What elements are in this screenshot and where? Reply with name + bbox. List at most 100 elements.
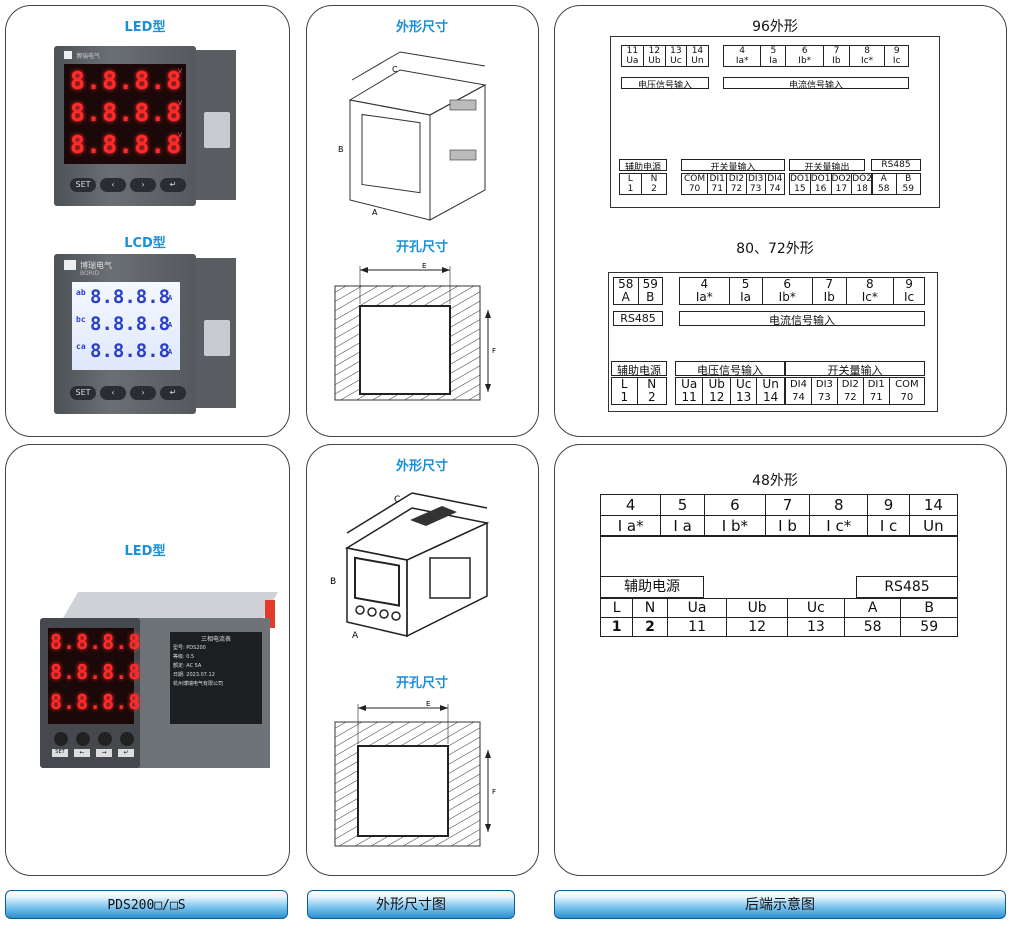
t96-do-label: 开关量输出 xyxy=(789,159,865,173)
lcd-left-button: ‹ xyxy=(100,386,126,400)
led48-meter-image: 8.8.8.8 8.8.8.8 8.8.8.8 SET ← → ↵ 三相电流表 … xyxy=(40,592,280,772)
dim-label-b-1: B xyxy=(338,145,344,154)
t80-aux-label: 辅助电源 xyxy=(611,361,667,377)
t80-title: 80、72外形 xyxy=(736,241,814,257)
dim-label-e-2: E xyxy=(426,700,430,708)
lcd-right-button: › xyxy=(130,386,156,400)
nameplate-line-1: 型号: PDS200 xyxy=(173,645,206,651)
led-set-button: SET xyxy=(70,178,96,192)
t48-bot-sig-4: Uc xyxy=(786,598,845,618)
outline-dim-title-1: 外形尺寸 xyxy=(395,20,448,35)
lcd-brand-en: BORID xyxy=(80,270,100,277)
t48-top-table: 4 5 6 7 8 9 14 I a* I a I b* I b I c* I … xyxy=(599,494,959,537)
t48-title: 48外形 xyxy=(752,473,798,489)
led48-set-key: SET xyxy=(52,749,68,757)
nameplate-line-2: 等级: 0.5 xyxy=(173,654,195,660)
t96-rs485-label: RS485 xyxy=(871,159,921,171)
dim-label-f-2: F xyxy=(492,788,496,796)
footer-back-bar: 后端示意图 xyxy=(554,890,1006,919)
lcd-row-2-digits: 8.8.8.8 xyxy=(90,313,171,335)
led48-row-1: 8.8.8.8 xyxy=(50,630,142,654)
led48-nameplate: 三相电流表 型号: PDS200 等级: 0.5 额定: AC 5A 日期: 2… xyxy=(170,632,262,724)
t96-aux-label: 辅助电源 xyxy=(619,159,667,173)
led-row-1: 8.8.8.8 xyxy=(70,66,183,95)
led-right-button: › xyxy=(130,178,156,192)
led48-left-key: ← xyxy=(74,749,90,757)
t48-top-num-2: 6 xyxy=(703,494,766,516)
t96-current-label: 电流信号输入 xyxy=(723,77,909,91)
lcd-row-2-unit: A xyxy=(168,321,173,329)
t96-title: 96外形 xyxy=(752,19,798,35)
t80-rs485-label: RS485 xyxy=(613,311,663,326)
t48-bot-sig-1: N xyxy=(632,598,668,618)
outline-drawing-96: B A C xyxy=(338,51,487,221)
t48-bot-sig-0: L xyxy=(599,598,634,618)
t96-di-label: 开关量输入 xyxy=(681,159,785,173)
t48-rs485-label: RS485 xyxy=(856,576,958,598)
led48-display xyxy=(48,628,134,724)
led-row-3: 8.8.8.8 xyxy=(70,130,183,159)
nameplate-footer: 杭州博瑞电气有限公司 xyxy=(173,681,224,687)
t48-bot-sig-6: B xyxy=(900,598,958,618)
lcd-brand: 博瑞电气 xyxy=(80,261,112,270)
led48-right-key: → xyxy=(96,749,112,757)
led-enter-button: ↵ xyxy=(160,178,186,192)
led48-enter-key: ↵ xyxy=(118,749,134,757)
led-brand: 博瑞电气 xyxy=(76,53,101,60)
led48-row-3: 8.8.8.8 xyxy=(50,690,142,714)
nameplate-line-3: 额定: AC 5A xyxy=(173,663,202,669)
dim-label-b-2: B xyxy=(330,577,336,587)
cutout-dim-title-1: 开孔尺寸 xyxy=(395,240,448,255)
led-unit-1: V xyxy=(178,68,183,75)
lcd-meter-image: 博瑞电气 BORID ab 8.8.8.8 A bc 8.8.8.8 A ca … xyxy=(48,250,248,420)
t48-top-num-3: 7 xyxy=(764,494,811,516)
footer-dim-bar: 外形尺寸图 xyxy=(307,890,515,919)
t80-di-label: 开关量输入 xyxy=(785,361,925,377)
t48-bot-num-2: 11 xyxy=(666,617,728,637)
dim-label-a-1: A xyxy=(372,208,378,217)
led48-row-2: 8.8.8.8 xyxy=(50,660,142,684)
lcd-row-3-digits: 8.8.8.8 xyxy=(90,340,171,362)
dim-label-e-1: E xyxy=(422,262,426,270)
led-unit-3: V xyxy=(178,132,183,139)
lcd-row-1-unit: A xyxy=(168,294,173,302)
led-display xyxy=(64,64,186,164)
t48-bot-num-0: 1 xyxy=(599,617,634,637)
t48-top-num-0: 4 xyxy=(599,494,662,516)
dim-label-c-1: C xyxy=(392,65,398,74)
cutout-drawing-2: E F xyxy=(334,700,496,847)
lcd-row-3-unit: A xyxy=(168,348,173,356)
t48-top-num-4: 8 xyxy=(809,494,869,516)
